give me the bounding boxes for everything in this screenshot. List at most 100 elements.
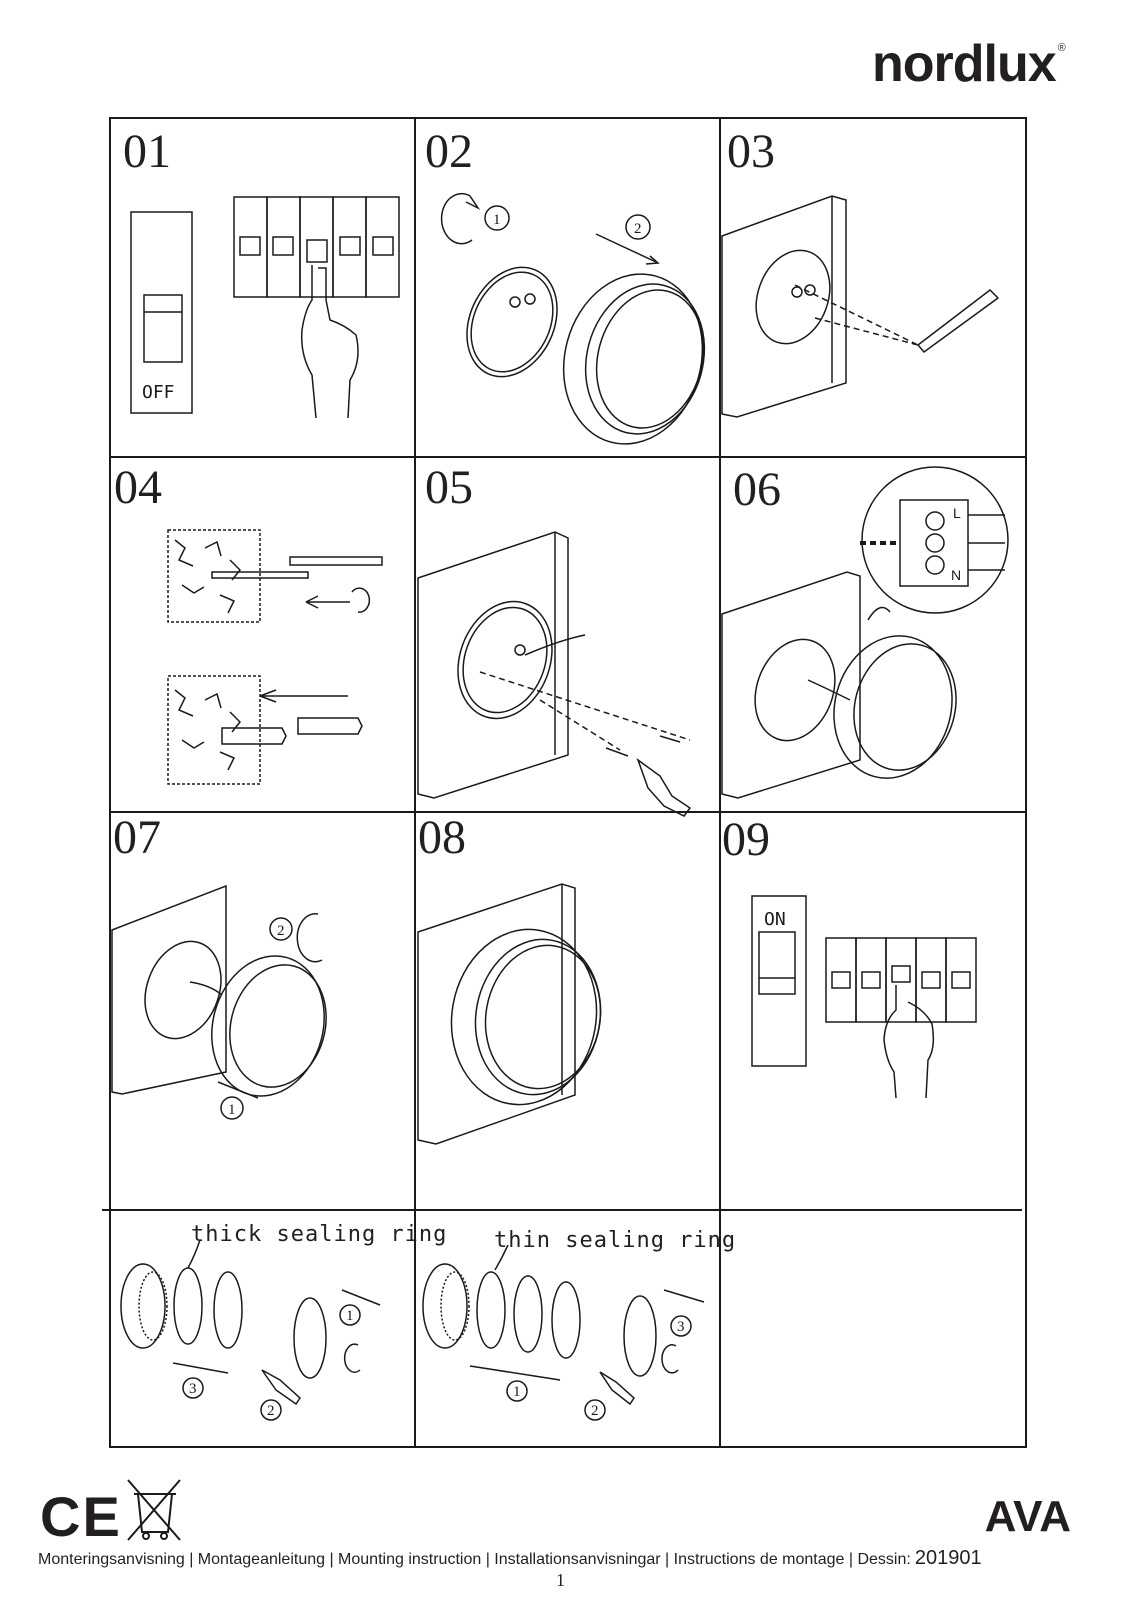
callout-circle-1 [339,1304,361,1326]
rotate-arrow-icon [440,192,473,245]
screwdriver-icon [261,1369,301,1406]
step-04-illustration [167,529,383,785]
step-09-illustration [751,895,977,1099]
arrow-in [217,1081,259,1099]
step-02-illustration [440,192,706,445]
wall-plug-icon [297,717,363,735]
callout-2: 2 [277,923,285,939]
dessin-code: 201901 [914,1547,982,1569]
lamp-cover [833,635,953,779]
step-number-09: 09 [722,813,770,866]
switch-on-label: ON [764,909,786,930]
thin-sealing-ring-label: thin sealing ring [494,1228,737,1253]
callout-circle-3 [182,1377,204,1399]
screw-icon [605,735,681,757]
registered-mark: ® [1057,42,1066,54]
screwdriver-icon [636,757,692,817]
arrow-out [595,233,657,263]
step-03-illustration [721,195,1000,418]
instruction-languages: Monteringsanvisning | Montageanleitung |… [38,1547,982,1570]
cover-ring [293,1297,327,1379]
panel-grid [102,117,1027,1448]
callout-2: 2 [634,221,642,237]
cover-ring [623,1295,657,1377]
step-number-06: 06 [733,463,781,516]
switch-off-label: OFF [142,382,175,403]
lamp-cover [450,928,598,1106]
wall-plate [111,884,227,1095]
pencil-icon [916,289,1000,354]
lamp-body [120,1263,166,1349]
mounting-base [144,940,222,1040]
callout-numbers: 1 2 2 1 1 2 3 1 2 3 [189,212,685,1419]
masonry-block [167,529,261,623]
callout-1: 1 [513,1384,521,1400]
callout-circle-2 [260,1399,282,1421]
step-number-08: 08 [418,811,466,864]
step-number-03: 03 [727,125,775,178]
step-number-02: 02 [425,125,473,178]
callout-3: 3 [189,1381,197,1397]
screwdriver-icon [599,1371,635,1406]
step-number-01: 01 [123,125,171,178]
wall-plate [417,883,576,1145]
wall-plate [721,571,861,799]
callout-3: 3 [677,1319,685,1335]
switch-rocker [758,931,796,995]
instruction-text: Monteringsanvisning | Montageanleitung |… [38,1551,911,1568]
drill-bit [289,556,383,566]
rotate-arrow-icon [296,912,323,963]
callout-circle-2 [269,917,293,941]
callout-2: 2 [267,1403,275,1419]
callout-circle-1 [220,1096,244,1120]
step-01-illustration [130,196,400,419]
product-name: AVA [984,1492,1071,1541]
switch-rocker [143,294,183,363]
insert-arrow [259,689,348,703]
hand-icon [300,265,359,419]
mounting-base [466,266,558,378]
callout-1: 1 [493,212,501,228]
thin-ring-illustration [422,1244,705,1421]
thick-sealing-ring-label: thick sealing ring [191,1222,448,1247]
callout-circle-2 [584,1399,606,1421]
step-05-illustration [417,531,692,817]
breaker-panel [825,937,977,1023]
mounting-base [754,638,836,742]
wire-l-label: L [953,505,961,521]
step-number-05: 05 [425,461,473,514]
thick-ring-illustration [120,1239,381,1421]
callout-circle-3 [670,1315,692,1337]
page-number: 1 [556,1570,565,1590]
sealing-ring-thick [173,1267,203,1345]
nordlux-logo: nordlux® [872,34,1066,94]
weee-bin-icon [127,1479,181,1541]
wall-switch-plate [751,895,807,1067]
brand-name: nordlux [872,35,1057,93]
hand-icon [883,985,935,1099]
wiring-detail-circle [861,466,1009,614]
callout-1: 1 [228,1102,236,1118]
step-number-07: 07 [113,811,161,864]
cable [524,634,586,656]
step-08-illustration [417,883,602,1145]
callout-circle-1 [484,205,510,231]
mounting-base [755,249,831,345]
wall-switch-plate [130,211,193,414]
step-number-04: 04 [114,461,162,514]
breaker-panel [233,196,400,298]
masonry-block [167,675,261,785]
sealing-ring-thin [476,1271,506,1349]
callout-2: 2 [591,1403,599,1419]
wire-n-label: N [951,567,961,583]
mounting-base [457,600,553,720]
step-07-illustration [111,884,327,1120]
lamp-body [422,1263,468,1349]
callout-1: 1 [346,1308,354,1324]
callout-circle-2 [625,214,651,240]
step-06-illustration: L N [721,466,1009,799]
callout-circle-1 [506,1380,528,1402]
drill-arrow [305,595,350,609]
ce-mark: CE [40,1485,122,1548]
